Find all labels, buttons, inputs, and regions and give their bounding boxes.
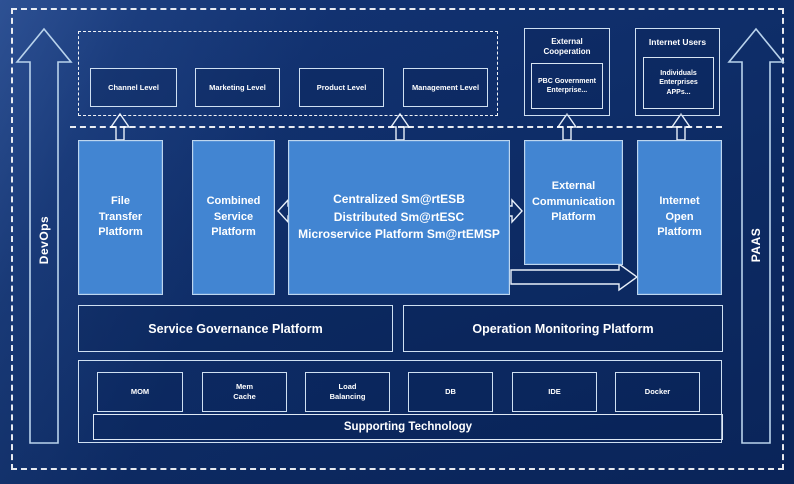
tech-box-docker: Docker (615, 372, 700, 412)
levels-band (78, 31, 498, 116)
up-arrow-file-transfer (109, 112, 131, 141)
devops-arrow (15, 27, 73, 444)
tech-label: MOM (130, 387, 150, 397)
up-arrow-external-communication (556, 112, 578, 141)
tech-label: Load Balancing (329, 382, 366, 401)
paas-arrow (727, 27, 785, 444)
level-label: Channel Level (108, 83, 159, 92)
operation-monitoring-label: Operation Monitoring Platform (472, 321, 654, 336)
paas-rail-label: PAAS (749, 227, 763, 263)
service-governance-platform: Service Governance Platform (78, 305, 393, 352)
tech-box-db: DB (408, 372, 493, 412)
operation-monitoring-platform: Operation Monitoring Platform (403, 305, 723, 352)
tech-label: DB (445, 387, 456, 397)
supporting-technology-bar: Supporting Technology (93, 414, 723, 440)
tech-label: IDE (548, 387, 561, 397)
tech-label: Docker (644, 387, 671, 397)
supporting-technology-label: Supporting Technology (343, 421, 473, 433)
level-box-management: Management Level (403, 68, 488, 107)
external-communication-platform: External Communication Platform (524, 140, 623, 265)
level-label: Marketing Level (209, 83, 266, 92)
level-box-marketing: Marketing Level (195, 68, 280, 107)
central-esb-platform: Centralized Sm@rtESB Distributed Sm@rtES… (288, 140, 510, 295)
file-transfer-platform: File Transfer Platform (78, 140, 163, 295)
right-arrow-central-to-external (508, 198, 523, 224)
supporting-technology-container (78, 360, 722, 443)
tech-box-mom: MOM (97, 372, 183, 412)
external-cooperation-box: External Cooperation PBC Government Ente… (524, 28, 610, 116)
tech-label: Mem Cache (233, 382, 256, 401)
internet-users-box: Internet Users Individuals Enterprises A… (635, 28, 720, 116)
tech-box-mem-cache: Mem Cache (202, 372, 287, 412)
level-label: Management Level (411, 83, 480, 92)
level-box-product: Product Level (299, 68, 384, 107)
service-governance-label: Service Governance Platform (148, 321, 323, 336)
up-arrow-internet-open (670, 112, 692, 141)
outer-dashed-frame (11, 8, 784, 470)
long-right-arrow-to-internet-open (510, 262, 639, 292)
combined-service-platform: Combined Service Platform (192, 140, 275, 295)
internet-users-member: Individuals Enterprises APPs... (643, 57, 714, 109)
internet-open-platform: Internet Open Platform (637, 140, 722, 295)
devops-rail-label: DevOps (37, 215, 51, 265)
external-cooperation-title: External Cooperation (543, 36, 591, 56)
up-arrow-central (389, 112, 411, 141)
external-cooperation-member: PBC Government Enterprise... (531, 63, 603, 109)
tech-box-load-balancing: Load Balancing (305, 372, 390, 412)
level-label: Product Level (316, 83, 367, 92)
internet-users-title: Internet Users (648, 37, 707, 48)
level-box-channel: Channel Level (90, 68, 177, 107)
tech-box-ide: IDE (512, 372, 597, 412)
dashed-separator (70, 126, 722, 128)
